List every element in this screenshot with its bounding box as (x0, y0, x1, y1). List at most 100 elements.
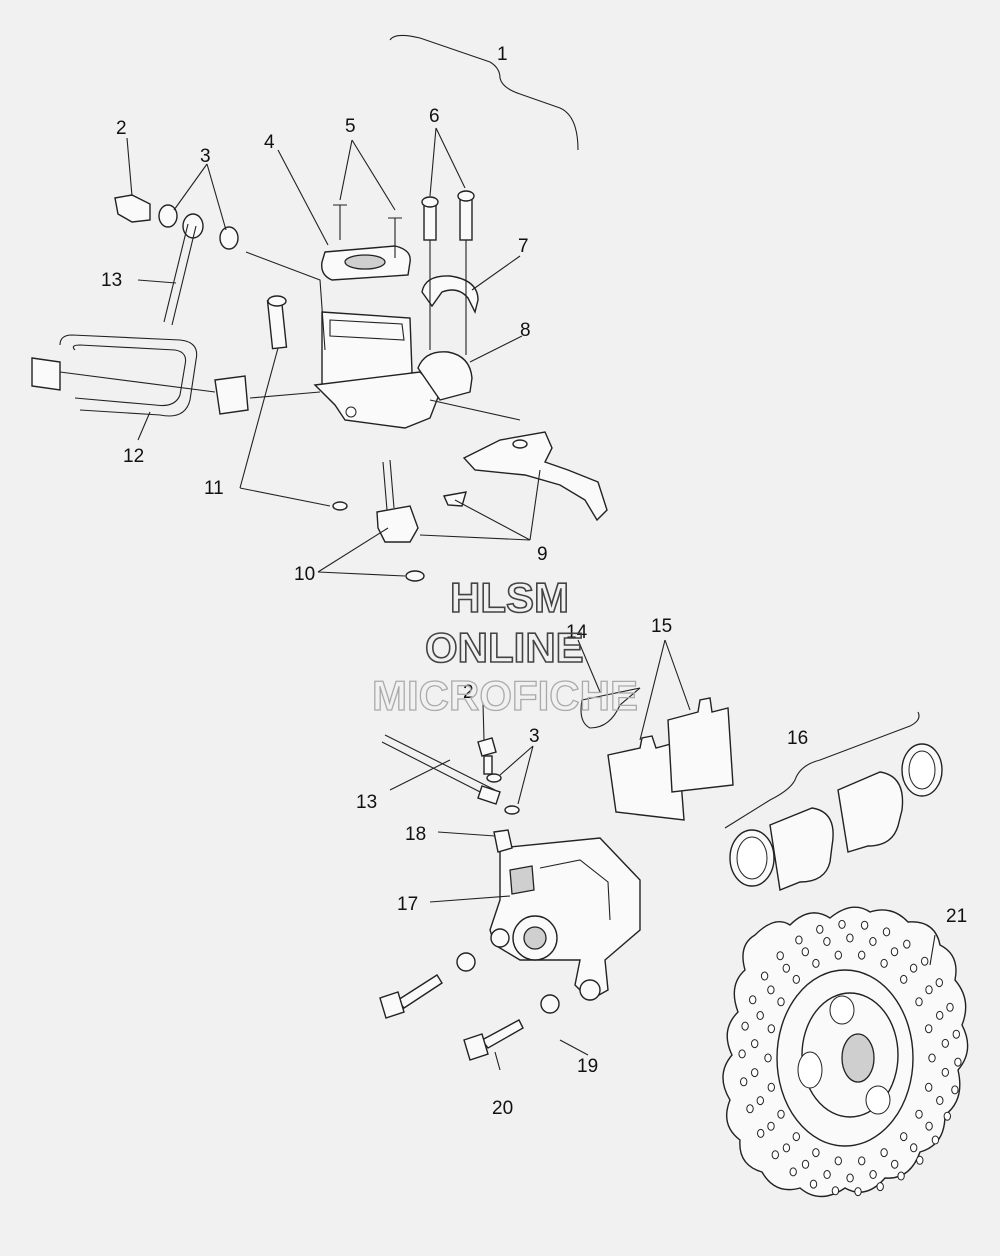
callout-1: 1 (497, 44, 508, 65)
watermark: HLSM ONLINE MICROFICHE (371, 573, 638, 719)
rotor-vent-hole (834, 1156, 842, 1166)
rotor-vent-hole (952, 1029, 960, 1039)
rotor-vent-hole (876, 1182, 884, 1192)
callout-12: 12 (123, 446, 144, 467)
rotor-vent-hole (746, 1104, 754, 1114)
banjo-fitting-top (114, 194, 239, 250)
pivot-pin (266, 295, 348, 511)
callout-4: 4 (264, 132, 275, 153)
rotor-vent-hole (740, 1077, 748, 1087)
rotor-vent-hole (777, 1109, 785, 1119)
lever-pivot-block (376, 459, 425, 582)
watermark-line-1: HLSM (450, 574, 569, 621)
rotor-vent-hole (860, 920, 869, 930)
rotor-vent-hole (880, 958, 888, 968)
rotor-vent-hole (954, 1057, 962, 1067)
rotor-vent-hole (941, 1067, 949, 1077)
brake-pads (607, 697, 734, 821)
master-cylinder-assembly (313, 190, 479, 429)
callout-21: 21 (946, 906, 967, 927)
rotor-vent-hole (823, 1170, 831, 1179)
brake-hose-top (163, 223, 197, 326)
rotor-vent-hole (741, 1021, 749, 1031)
rotor-vent-hole (767, 1121, 775, 1131)
rotor-vent-hole (756, 1096, 764, 1106)
callout-14: 14 (566, 622, 588, 643)
rotor-vent-hole (910, 1143, 918, 1153)
rotor-vent-hole (751, 1039, 759, 1049)
rotor-vent-hole (782, 1143, 791, 1153)
rotor-vent-hole (928, 1053, 936, 1063)
rotor-vent-hole (915, 1109, 923, 1119)
rotor-vent-hole (916, 1155, 924, 1165)
rotor-vent-hole (903, 939, 911, 949)
rotor-vent-hole (935, 978, 943, 988)
rotor-vent-hole (946, 1002, 954, 1012)
rotor-vent-hole (757, 1128, 765, 1138)
rotor-vent-hole (764, 1053, 772, 1063)
rotor-vent-hole (777, 997, 785, 1007)
rotor-vent-hole (900, 1132, 908, 1142)
callout-17: 17 (397, 894, 418, 915)
rotor-vent-hole (812, 1148, 820, 1158)
rotor-vent-hole (792, 974, 800, 984)
rotor-vent-hole (925, 1121, 933, 1131)
callout-5: 5 (345, 116, 356, 137)
callout-8: 8 (520, 320, 531, 341)
rotor-vent-hole (921, 956, 929, 966)
rotor-vent-hole (767, 985, 775, 995)
rotor-vent-hole (925, 1024, 933, 1034)
rotor-vent-hole (846, 933, 854, 943)
brake-switch-harness (31, 334, 249, 417)
callout-10: 10 (294, 564, 315, 585)
callout-9: 9 (537, 544, 548, 565)
rotor-vent-hole (760, 971, 769, 981)
rotor-vent-hole (846, 1173, 854, 1183)
rotor-vent-hole (756, 1011, 764, 1020)
rotor-vent-hole (801, 947, 809, 957)
rotor-vent-hole (751, 1068, 759, 1078)
callout-15: 15 (651, 616, 672, 637)
rotor-vent-hole (931, 1135, 940, 1145)
rotor-vent-hole (897, 1171, 905, 1181)
rotor-vent-hole (738, 1049, 746, 1059)
rotor-vent-hole (941, 1038, 949, 1048)
rotor-vent-hole (925, 985, 933, 995)
rotor-vent-hole (795, 935, 803, 945)
rotor-vent-hole (943, 1111, 951, 1121)
rotor-vent-hole (858, 950, 866, 960)
watermark-line-2: ONLINE (425, 624, 584, 671)
leader-lines-upper (126, 127, 541, 577)
rotor-vent-hole (767, 1024, 775, 1034)
rotor-vent-hole (823, 937, 831, 946)
callout-13-top: 13 (101, 270, 122, 291)
rotor-vent-hole (831, 1186, 840, 1196)
callout-labels: 1 2 3 4 5 6 7 8 9 10 11 12 13 14 15 16 2… (101, 44, 967, 1119)
rotor-vent-hole (915, 997, 923, 1007)
rotor-vent-hole (834, 950, 842, 960)
callout-7: 7 (518, 236, 529, 257)
rotor-vent-hole (767, 1082, 775, 1092)
rotor-vent-hole (809, 1179, 818, 1189)
caliper-pistons (729, 743, 943, 891)
callout-3-bottom: 3 (529, 726, 540, 747)
callout-13-bottom: 13 (356, 792, 377, 813)
callout-6: 6 (429, 106, 440, 127)
rotor-vent-hole (858, 1156, 866, 1166)
rotor-vent-hole (816, 924, 824, 934)
brake-caliper (489, 829, 641, 1001)
callout-19: 19 (577, 1056, 598, 1077)
rotor-vent-hole (792, 1132, 800, 1142)
rotor-vent-hole (869, 1170, 877, 1179)
caliper-bolts (379, 952, 560, 1061)
rotor-vent-hole (812, 958, 820, 968)
rotor-vent-hole (882, 927, 891, 937)
callout-18: 18 (405, 824, 426, 845)
callout-2-bottom: 2 (463, 682, 474, 703)
rotor-vent-hole (749, 995, 757, 1005)
rotor-vent-holes (738, 919, 962, 1197)
pad-clip (580, 687, 641, 729)
rotor-vent-hole (925, 1082, 933, 1092)
rotor-vent-hole (801, 1159, 810, 1169)
